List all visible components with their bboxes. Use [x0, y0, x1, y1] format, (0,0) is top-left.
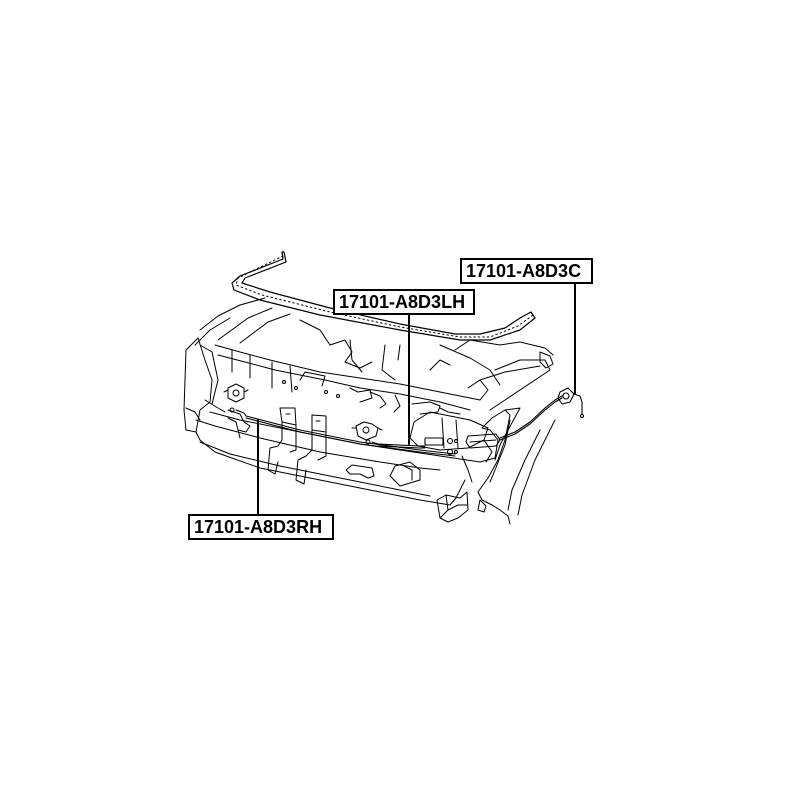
- right-fender: [409, 407, 556, 525]
- hood-latch-right: [223, 383, 249, 417]
- left-headlamp: [183, 337, 226, 433]
- hood-latch-left: [351, 421, 383, 445]
- part-number-label-rh: 17101-A8D3RH: [188, 514, 334, 540]
- engine-bay-outline: [194, 297, 554, 411]
- front-bumper: [195, 407, 499, 506]
- leader-lines: [257, 283, 576, 515]
- hood-seal-weatherstrip: [231, 251, 536, 341]
- hood-release-cable: [245, 387, 585, 457]
- part-number-label-lh: 17101-A8D3LH: [333, 289, 475, 315]
- lower-bracket: [436, 491, 469, 523]
- radiator-support: [214, 344, 481, 415]
- part-number-label-c: 17101-A8D3C: [460, 258, 593, 284]
